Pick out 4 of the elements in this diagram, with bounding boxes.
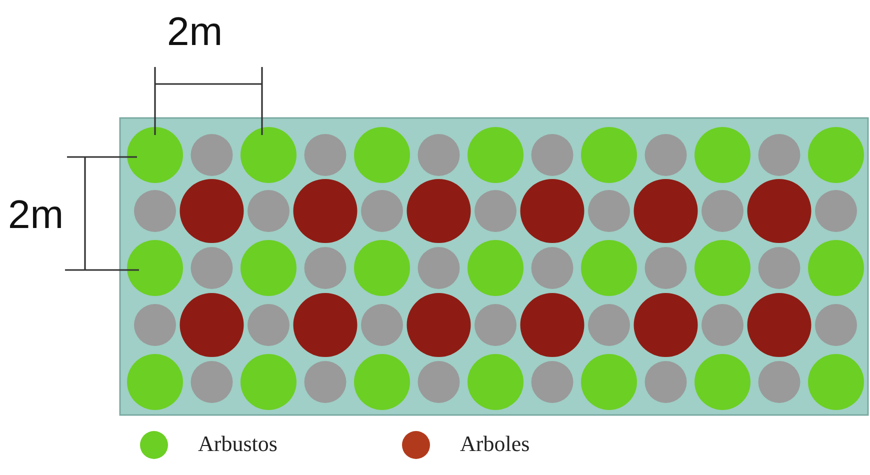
legend-label: Arbustos <box>198 433 278 455</box>
dimension-label: 2m <box>167 12 223 52</box>
dimension-label: 2m <box>8 195 64 235</box>
legend-label: Arboles <box>460 433 530 455</box>
